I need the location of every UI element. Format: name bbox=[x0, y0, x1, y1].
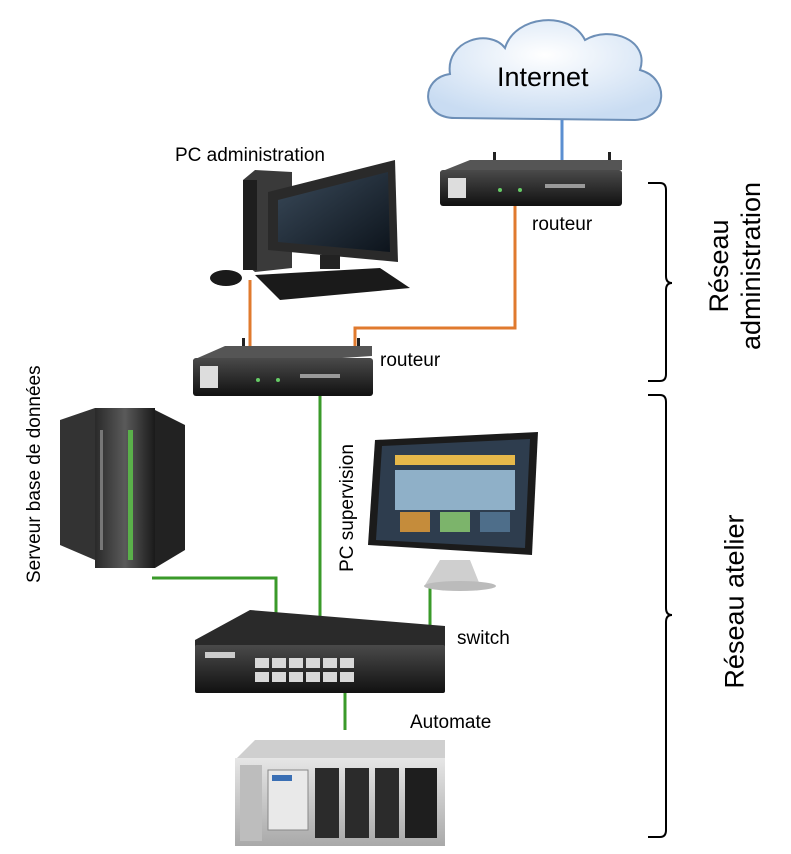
pc-administration-icon bbox=[210, 160, 410, 300]
pc-administration-label: PC administration bbox=[175, 145, 325, 166]
switch-icon bbox=[195, 610, 445, 693]
database-server-icon bbox=[60, 408, 185, 568]
router-top-icon bbox=[440, 152, 622, 206]
bracket-atelier bbox=[648, 394, 673, 838]
admin-link-routers bbox=[353, 205, 517, 355]
switch-label: switch bbox=[457, 628, 510, 649]
atelier-link-server bbox=[152, 576, 278, 615]
plc-automate-icon bbox=[235, 740, 445, 846]
network-links bbox=[152, 120, 564, 730]
server-label: Serveur base de données bbox=[24, 365, 45, 583]
internet-label: Internet bbox=[497, 62, 589, 92]
reseau-administration-label: Réseau administration bbox=[703, 151, 767, 381]
pc-supervision-label: PC supervision bbox=[337, 444, 358, 572]
pc-supervision-icon bbox=[368, 432, 538, 591]
internet-cloud-icon bbox=[427, 19, 663, 122]
reseau-administration-line2: administration bbox=[736, 181, 766, 351]
router-middle-icon bbox=[193, 338, 373, 396]
reseau-atelier-label: Réseau atelier bbox=[719, 514, 750, 689]
automate-label: Automate bbox=[410, 712, 492, 733]
reseau-administration-line1: Réseau bbox=[704, 219, 734, 313]
router-top-label: routeur bbox=[532, 214, 593, 235]
router-middle-label: routeur bbox=[380, 350, 441, 371]
bracket-admin bbox=[648, 182, 673, 382]
